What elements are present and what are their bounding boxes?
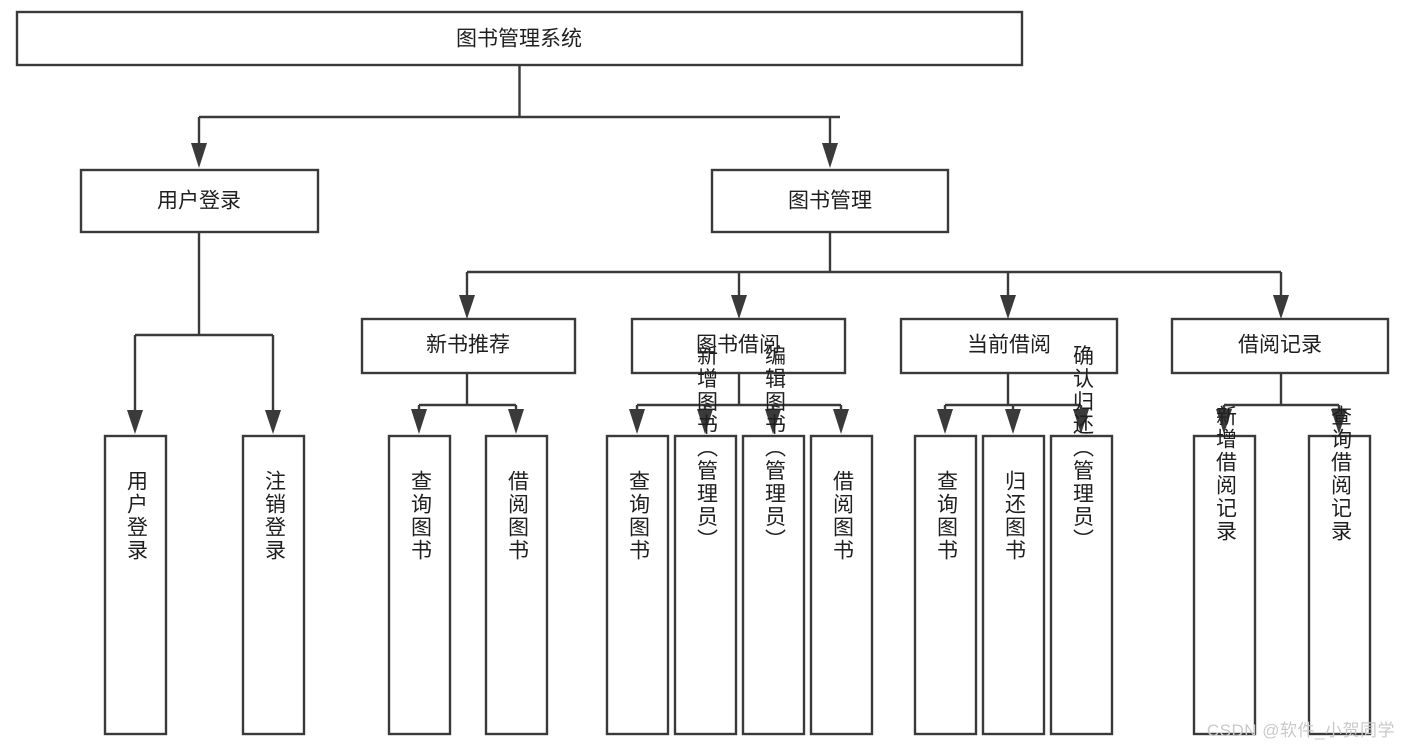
node-leaf-query-record-label: 查询借阅记录 [1329,405,1353,543]
node-leaf-user-login-label: 用户登录 [125,470,149,562]
node-borrow-record[interactable]: 借阅记录 [1170,317,1390,375]
node-leaf-logout-box[interactable] [241,434,306,736]
arrow-head-leaf-user-login [127,410,143,434]
node-leaf-user-login[interactable]: 用户登录 [103,434,168,736]
node-leaf-query-record[interactable]: 查询借阅记录 [1307,405,1372,736]
node-borrow-record-label: 借阅记录 [1238,334,1322,357]
node-leaf-borrow-book-a-box[interactable] [484,434,549,736]
node-leaf-confirm-return-box[interactable] [1049,434,1114,736]
node-leaf-query-book-b[interactable]: 查询图书 [605,434,670,736]
node-leaf-add-record[interactable]: 新增借阅记录 [1192,405,1257,736]
node-leaf-add-book-box[interactable] [673,434,738,736]
node-user-login-box[interactable] [79,168,320,234]
arrow-head-leaf-query-book-c [937,409,953,434]
arrow-head-leaf-return-book [1005,409,1021,434]
node-current-borrow[interactable]: 当前借阅 [899,317,1119,375]
arrow-head-leaf-add-book [697,409,713,434]
node-leaf-edit-book-box[interactable] [741,434,806,736]
arrow-head-leaf-confirm-return [1073,409,1089,434]
node-leaf-borrow-book-b[interactable]: 借阅图书 [809,434,874,736]
node-current-borrow-box[interactable] [899,317,1119,375]
node-user-login[interactable]: 用户登录 [79,168,320,234]
node-leaf-logout-label: 注销登录 [263,470,287,562]
node-leaf-borrow-book-a[interactable]: 借阅图书 [484,434,549,736]
arrow-head-leaf-query-book-b [629,409,645,434]
arrow-head-leaf-borrow-book-b [833,409,849,434]
node-leaf-confirm-return-label: 确认归还（管理员） [1071,345,1095,552]
connector-layer [127,65,1347,434]
node-user-login-label: 用户登录 [157,190,241,213]
node-leaf-edit-book-label: 编辑图书（管理员） [763,345,787,552]
node-root[interactable]: 图书管理系统 [15,10,1024,67]
node-leaf-edit-book[interactable]: 编辑图书（管理员） [741,345,806,736]
node-book-manage-label: 图书管理 [788,190,872,213]
node-leaf-query-book-b-label: 查询图书 [627,470,651,562]
node-leaf-query-book-c[interactable]: 查询图书 [913,434,978,736]
arrow-head-new-book-rec [459,295,475,319]
node-leaf-user-login-box[interactable] [103,434,168,736]
node-leaf-add-record-box[interactable] [1192,434,1257,736]
node-leaf-borrow-book-b-label: 借阅图书 [831,470,855,562]
arrow-head-book-borrow [731,295,747,319]
arrow-head-user-login [191,143,207,168]
node-leaf-add-book-label: 新增图书（管理员） [695,345,719,552]
node-book-manage-box[interactable] [710,168,950,234]
node-leaf-borrow-book-a-label: 借阅图书 [506,470,530,562]
node-leaf-query-book-a[interactable]: 查询图书 [387,434,452,736]
arrow-head-current-borrow [1000,295,1016,319]
node-new-book-rec-label: 新书推荐 [426,334,510,357]
node-leaf-query-book-c-box[interactable] [913,434,978,736]
node-leaf-query-book-a-box[interactable] [387,434,452,736]
node-current-borrow-label: 当前借阅 [967,334,1051,357]
node-book-borrow[interactable]: 图书借阅 [630,317,847,375]
node-leaf-logout[interactable]: 注销登录 [241,434,306,736]
node-root-label: 图书管理系统 [456,28,582,51]
arrow-head-leaf-logout [265,410,281,434]
node-leaf-add-record-label: 新增借阅记录 [1214,405,1238,543]
arrow-head-borrow-record [1273,295,1289,319]
node-leaf-add-book[interactable]: 新增图书（管理员） [673,345,738,736]
node-new-book-rec-box[interactable] [360,317,577,375]
arrow-head-leaf-query-book-a [411,409,427,434]
node-leaf-query-book-a-label: 查询图书 [409,470,433,562]
node-leaf-query-book-c-label: 查询图书 [935,470,959,562]
node-new-book-rec[interactable]: 新书推荐 [360,317,577,375]
node-leaf-query-book-b-box[interactable] [605,434,670,736]
node-book-manage[interactable]: 图书管理 [710,168,950,234]
node-leaf-confirm-return[interactable]: 确认归还（管理员） [1049,345,1114,736]
node-leaf-return-book-box[interactable] [981,434,1046,736]
node-leaf-borrow-book-b-box[interactable] [809,434,874,736]
node-root-box[interactable] [15,10,1024,67]
arrow-head-leaf-query-record [1331,409,1347,434]
node-borrow-record-box[interactable] [1170,317,1390,375]
arrow-head-leaf-add-record [1216,409,1232,434]
node-book-borrow-label: 图书借阅 [696,334,780,357]
node-leaf-return-book-label: 归还图书 [1003,470,1027,562]
arrow-head-book-manage [822,143,838,168]
arrow-head-leaf-edit-book [765,409,781,434]
node-leaf-query-record-box[interactable] [1307,434,1372,736]
node-book-borrow-box[interactable] [630,317,847,375]
arrow-head-leaf-borrow-book-a [508,409,524,434]
node-leaf-return-book[interactable]: 归还图书 [981,434,1046,736]
